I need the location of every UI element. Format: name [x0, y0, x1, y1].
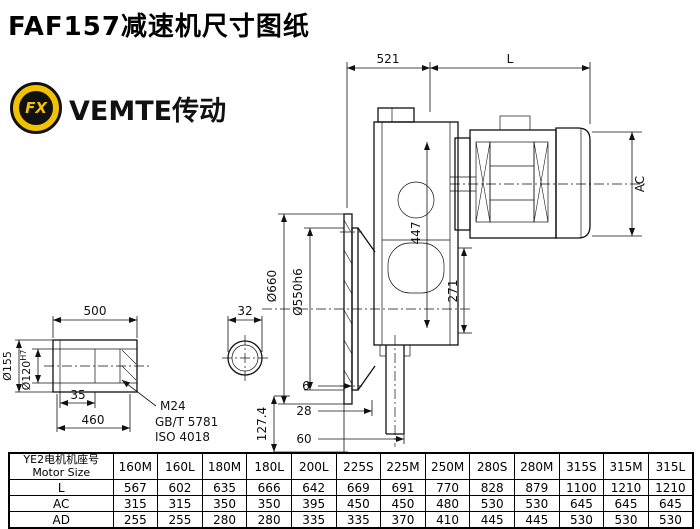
motor-size-column-header: 315L: [647, 452, 694, 481]
main-view: 521 L AC 447 271 Ø660 Ø550h6 6 28: [255, 52, 648, 453]
dimension-value-cell: 1210: [647, 479, 694, 497]
dimension-value-cell: 255: [157, 511, 203, 529]
vemte-logo-monogram: FX: [19, 91, 53, 125]
dimension-value-cell: 666: [246, 479, 292, 497]
dimension-value-cell: 445: [469, 511, 515, 529]
motor-size-column-header: 280M: [513, 452, 560, 481]
dimension-value-cell: 1210: [603, 479, 649, 497]
dimension-value-cell: 770: [424, 479, 471, 497]
dimension-value-cell: 280: [246, 511, 292, 529]
motor-size-column-header: 200L: [290, 452, 337, 481]
table-header-motor-size: YE2电机机座号 Motor Size: [8, 452, 114, 481]
dim-60: 60: [296, 432, 311, 446]
brand-name: VEMTE传动: [69, 95, 227, 127]
motor-size-column-header: 280S: [469, 452, 515, 481]
dimension-value-cell: 530: [513, 495, 560, 513]
dim-521: 521: [377, 52, 400, 66]
page-title: FAF157减速机尺寸图纸: [8, 12, 310, 42]
technical-drawing: 521 L AC 447 271 Ø660 Ø550h6 6 28: [1, 52, 648, 453]
dimension-value-cell: 642: [290, 479, 337, 497]
dimension-value-cell: 480: [424, 495, 471, 513]
label-iso-4018: ISO 4018: [155, 430, 210, 444]
dim-32: 32: [237, 304, 252, 318]
flange-hatching: [343, 219, 353, 385]
motor-size-column-header: 315M: [603, 452, 649, 481]
dimension-value-cell: 335: [335, 511, 382, 529]
dim-660: Ø660: [265, 270, 279, 302]
dimension-value-cell: 450: [380, 495, 426, 513]
motor-size-column-header: 180M: [201, 452, 248, 481]
dimension-value-cell: 530: [558, 511, 605, 529]
dimension-value-cell: 450: [335, 495, 382, 513]
dimension-value-cell: 530: [647, 511, 694, 529]
motor-size-label-cn: YE2电机机座号: [23, 453, 100, 466]
dimension-value-cell: 1100: [558, 479, 605, 497]
dim-127-4: 127.4: [255, 407, 269, 441]
label-gbt-5781: GB/T 5781: [155, 415, 218, 429]
motor-size-column-header: 160M: [112, 452, 159, 481]
motor-size-column-header: 225S: [335, 452, 382, 481]
label-m24: M24: [160, 399, 186, 413]
dimension-value-cell: 335: [290, 511, 337, 529]
dimension-value-cell: 315: [157, 495, 203, 513]
dimension-label-cell: AC: [8, 495, 114, 513]
motor-size-label-en: Motor Size: [32, 465, 91, 479]
dimension-value-cell: 669: [335, 479, 382, 497]
dimension-value-cell: 530: [469, 495, 515, 513]
dimension-value-cell: 645: [647, 495, 694, 513]
dimension-value-cell: 879: [513, 479, 560, 497]
dimension-value-cell: 602: [157, 479, 203, 497]
motor-size-column-header: 160L: [157, 452, 203, 481]
dim-550h6: Ø550h6: [291, 268, 305, 316]
motor-size-column-header: 315S: [558, 452, 605, 481]
motor-size-column-header: 180L: [246, 452, 292, 481]
dimension-value-cell: 530: [603, 511, 649, 529]
dimension-value-cell: 410: [424, 511, 471, 529]
dim-28: 28: [296, 404, 311, 418]
dimension-value-cell: 315: [112, 495, 159, 513]
dim-460: 460: [82, 413, 105, 427]
vemte-logo: FX VEMTE传动: [10, 82, 226, 134]
dim-155: Ø155: [1, 351, 14, 381]
dimension-value-cell: 445: [513, 511, 560, 529]
dim-447: 447: [409, 222, 423, 245]
dimension-value-cell: 280: [201, 511, 248, 529]
dimension-value-cell: 350: [246, 495, 292, 513]
dimension-value-cell: 350: [201, 495, 248, 513]
dimension-value-cell: 370: [380, 511, 426, 529]
shaft-detail-view: 500 Ø155 Ø120H7 35 460 M24 GB/: [1, 304, 268, 444]
dim-271: 271: [446, 280, 460, 303]
dimension-value-cell: 255: [112, 511, 159, 529]
dimension-value-cell: 635: [201, 479, 248, 497]
dim-L: L: [507, 52, 514, 66]
dimension-value-cell: 395: [290, 495, 337, 513]
dimension-label-cell: AD: [8, 511, 114, 529]
motor-size-column-header: 225M: [380, 452, 426, 481]
dim-35: 35: [70, 388, 85, 402]
dimension-value-cell: 828: [469, 479, 515, 497]
dim-AC: AC: [633, 176, 647, 192]
dimension-value-cell: 567: [112, 479, 159, 497]
dim-120h7: Ø120H7: [19, 350, 33, 391]
dimension-value-cell: 645: [603, 495, 649, 513]
dim-6: 6: [302, 379, 310, 393]
dim-500: 500: [84, 304, 107, 318]
dimension-value-cell: 645: [558, 495, 605, 513]
motor-size-column-header: 250M: [424, 452, 471, 481]
dimension-label-cell: L: [8, 479, 114, 497]
vemte-logo-icon: FX: [10, 82, 62, 134]
dimension-value-cell: 691: [380, 479, 426, 497]
